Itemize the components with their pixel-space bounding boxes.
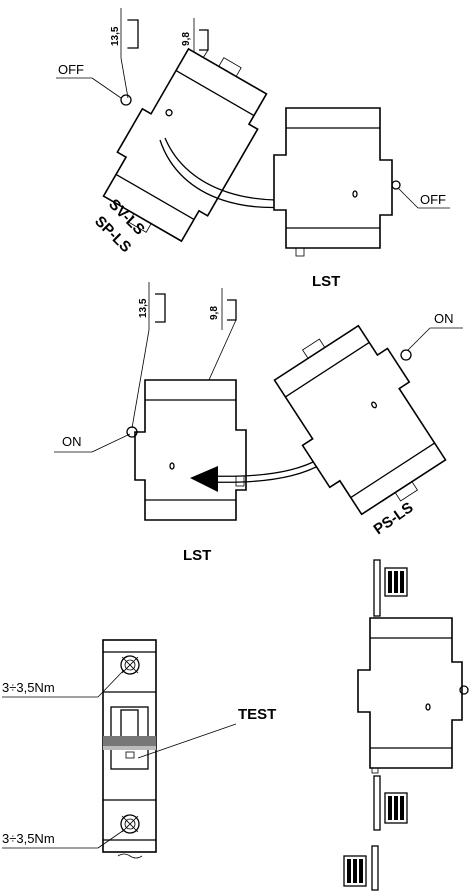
lst-label-1: LST [312,273,340,290]
busbar-icon-middle [373,775,408,831]
breaker-side-view [357,617,469,774]
ps-ls-device [273,324,447,516]
panel-1: 13,5 9,8 OFF SV-LS SP-LS [56,8,450,290]
dim-text-9-8: 9,8 [181,32,192,46]
dimension-9-8-b: 9,8 [209,288,237,330]
busbar-icon-top [373,559,408,617]
on-label-left: ON [62,434,82,449]
knob-icon-ps [400,349,412,361]
handle-band [103,736,156,746]
knob-icon-lst [126,426,138,438]
torque-label-bottom: 3÷3,5Nm [2,831,55,846]
screw-icon-bottom [120,814,140,834]
sv-ls-device [102,47,268,243]
busbar-icon-bottom [343,845,379,891]
torque-label-top: 3÷3,5Nm [2,680,55,695]
off-label-right: OFF [420,192,446,207]
panel-2: 13,5 9,8 LST ON [54,282,463,564]
dimension-13-5: 13,5 [110,8,139,58]
dimension-13-5-b: 13,5 [138,282,166,330]
lst-label-2: LST [183,547,211,564]
breaker-front-view [102,639,157,859]
off-label-left: OFF [58,62,84,77]
knob-icon-left [120,94,132,106]
lst-device-1 [273,107,401,257]
dim-text-13-5: 13,5 [110,26,121,46]
dim-text-13-5-b: 13,5 [138,298,149,318]
on-label-right: ON [434,311,454,326]
arrow-head-2 [190,466,218,492]
screw-icon-top [120,655,140,675]
dim-text-9-8-b: 9,8 [209,306,220,320]
panel-3: 3÷3,5Nm 3÷3,5Nm TEST [2,559,469,891]
lst-device-2 [126,379,247,521]
test-label: TEST [238,706,276,723]
